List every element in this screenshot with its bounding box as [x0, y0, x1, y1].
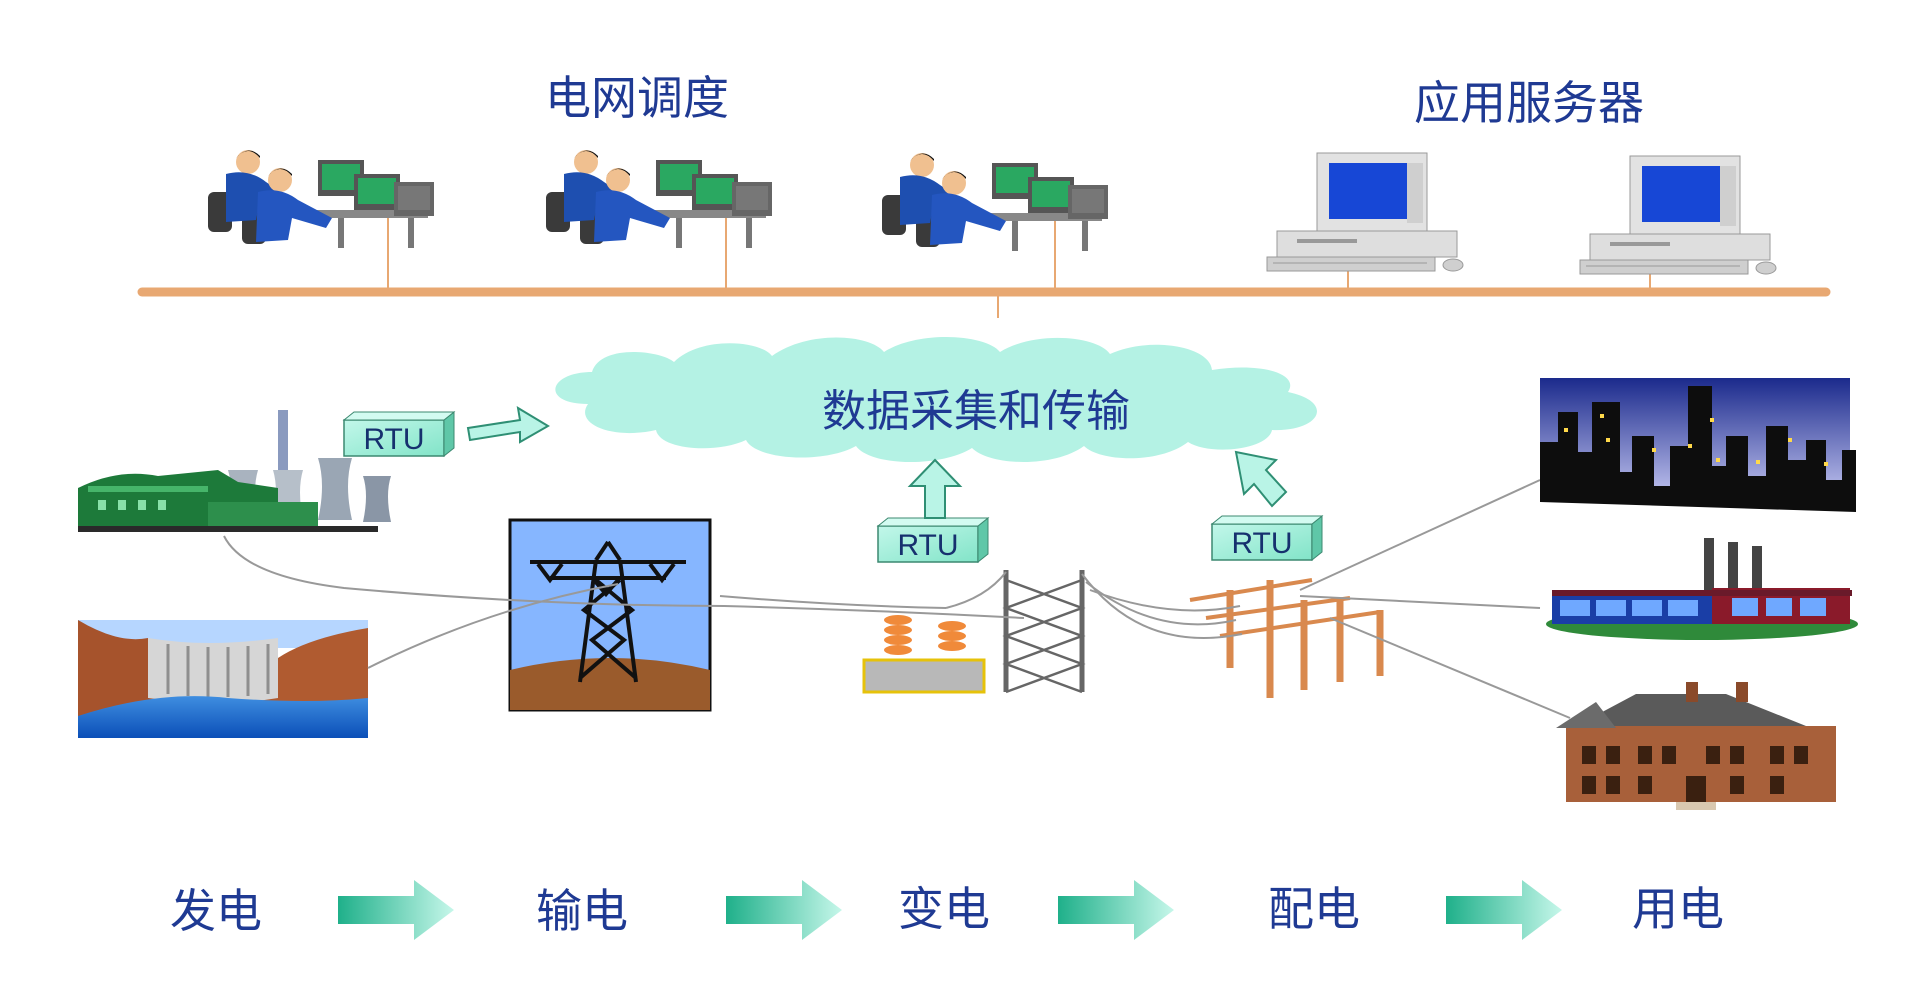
power-lines: [223, 479, 1571, 719]
rtu-label: RTU: [1231, 527, 1292, 560]
house-icon: [1556, 682, 1836, 810]
rtu-box-plant: RTU: [343, 411, 455, 457]
value-chain: 发电 输电 变电 配电 用电: [170, 880, 1724, 940]
rtu-label: RTU: [363, 423, 424, 456]
server-workstation-icon: [1579, 155, 1777, 275]
dispatch-operator-icon: [882, 153, 1108, 251]
servers-title: 应用服务器: [1414, 76, 1644, 130]
transmission-tower-icon: [508, 518, 712, 712]
dispatch-operator-icon: [208, 150, 434, 248]
flow-arrow-icon: [1058, 880, 1174, 940]
substation-transformer-icon: [862, 615, 986, 694]
rtu-box-distribution: RTU: [1211, 515, 1323, 561]
power-plant-icon: [78, 410, 391, 532]
chain-label-substation: 变电: [898, 882, 990, 936]
city-skyline-icon: [1540, 378, 1856, 512]
rtu-box-substation: RTU: [877, 517, 989, 563]
flow-arrow-icon: [726, 880, 842, 940]
chain-label-generation: 发电: [170, 884, 262, 938]
chain-label-distribution: 配电: [1268, 882, 1360, 936]
substation-frame: [1002, 570, 1086, 694]
data-cloud: 数据采集和传输: [555, 336, 1317, 463]
chain-label-transmission: 输电: [536, 884, 628, 938]
cloud-label: 数据采集和传输: [822, 386, 1130, 437]
rtu-label: RTU: [897, 529, 958, 562]
flow-arrow-icon: [338, 880, 454, 940]
rtu-upload-arrows: [466, 406, 1288, 519]
chain-label-consumption: 用电: [1632, 882, 1724, 936]
server-workstation-icon: [1266, 152, 1464, 272]
flow-arrow-icon: [1446, 880, 1562, 940]
hydro-dam-icon: [78, 620, 368, 738]
distribution-poles-icon: [1189, 578, 1384, 698]
factory-icon: [1546, 538, 1858, 640]
dispatch-operator-icon: [546, 150, 772, 248]
dispatch-title: 电网调度: [545, 71, 729, 125]
